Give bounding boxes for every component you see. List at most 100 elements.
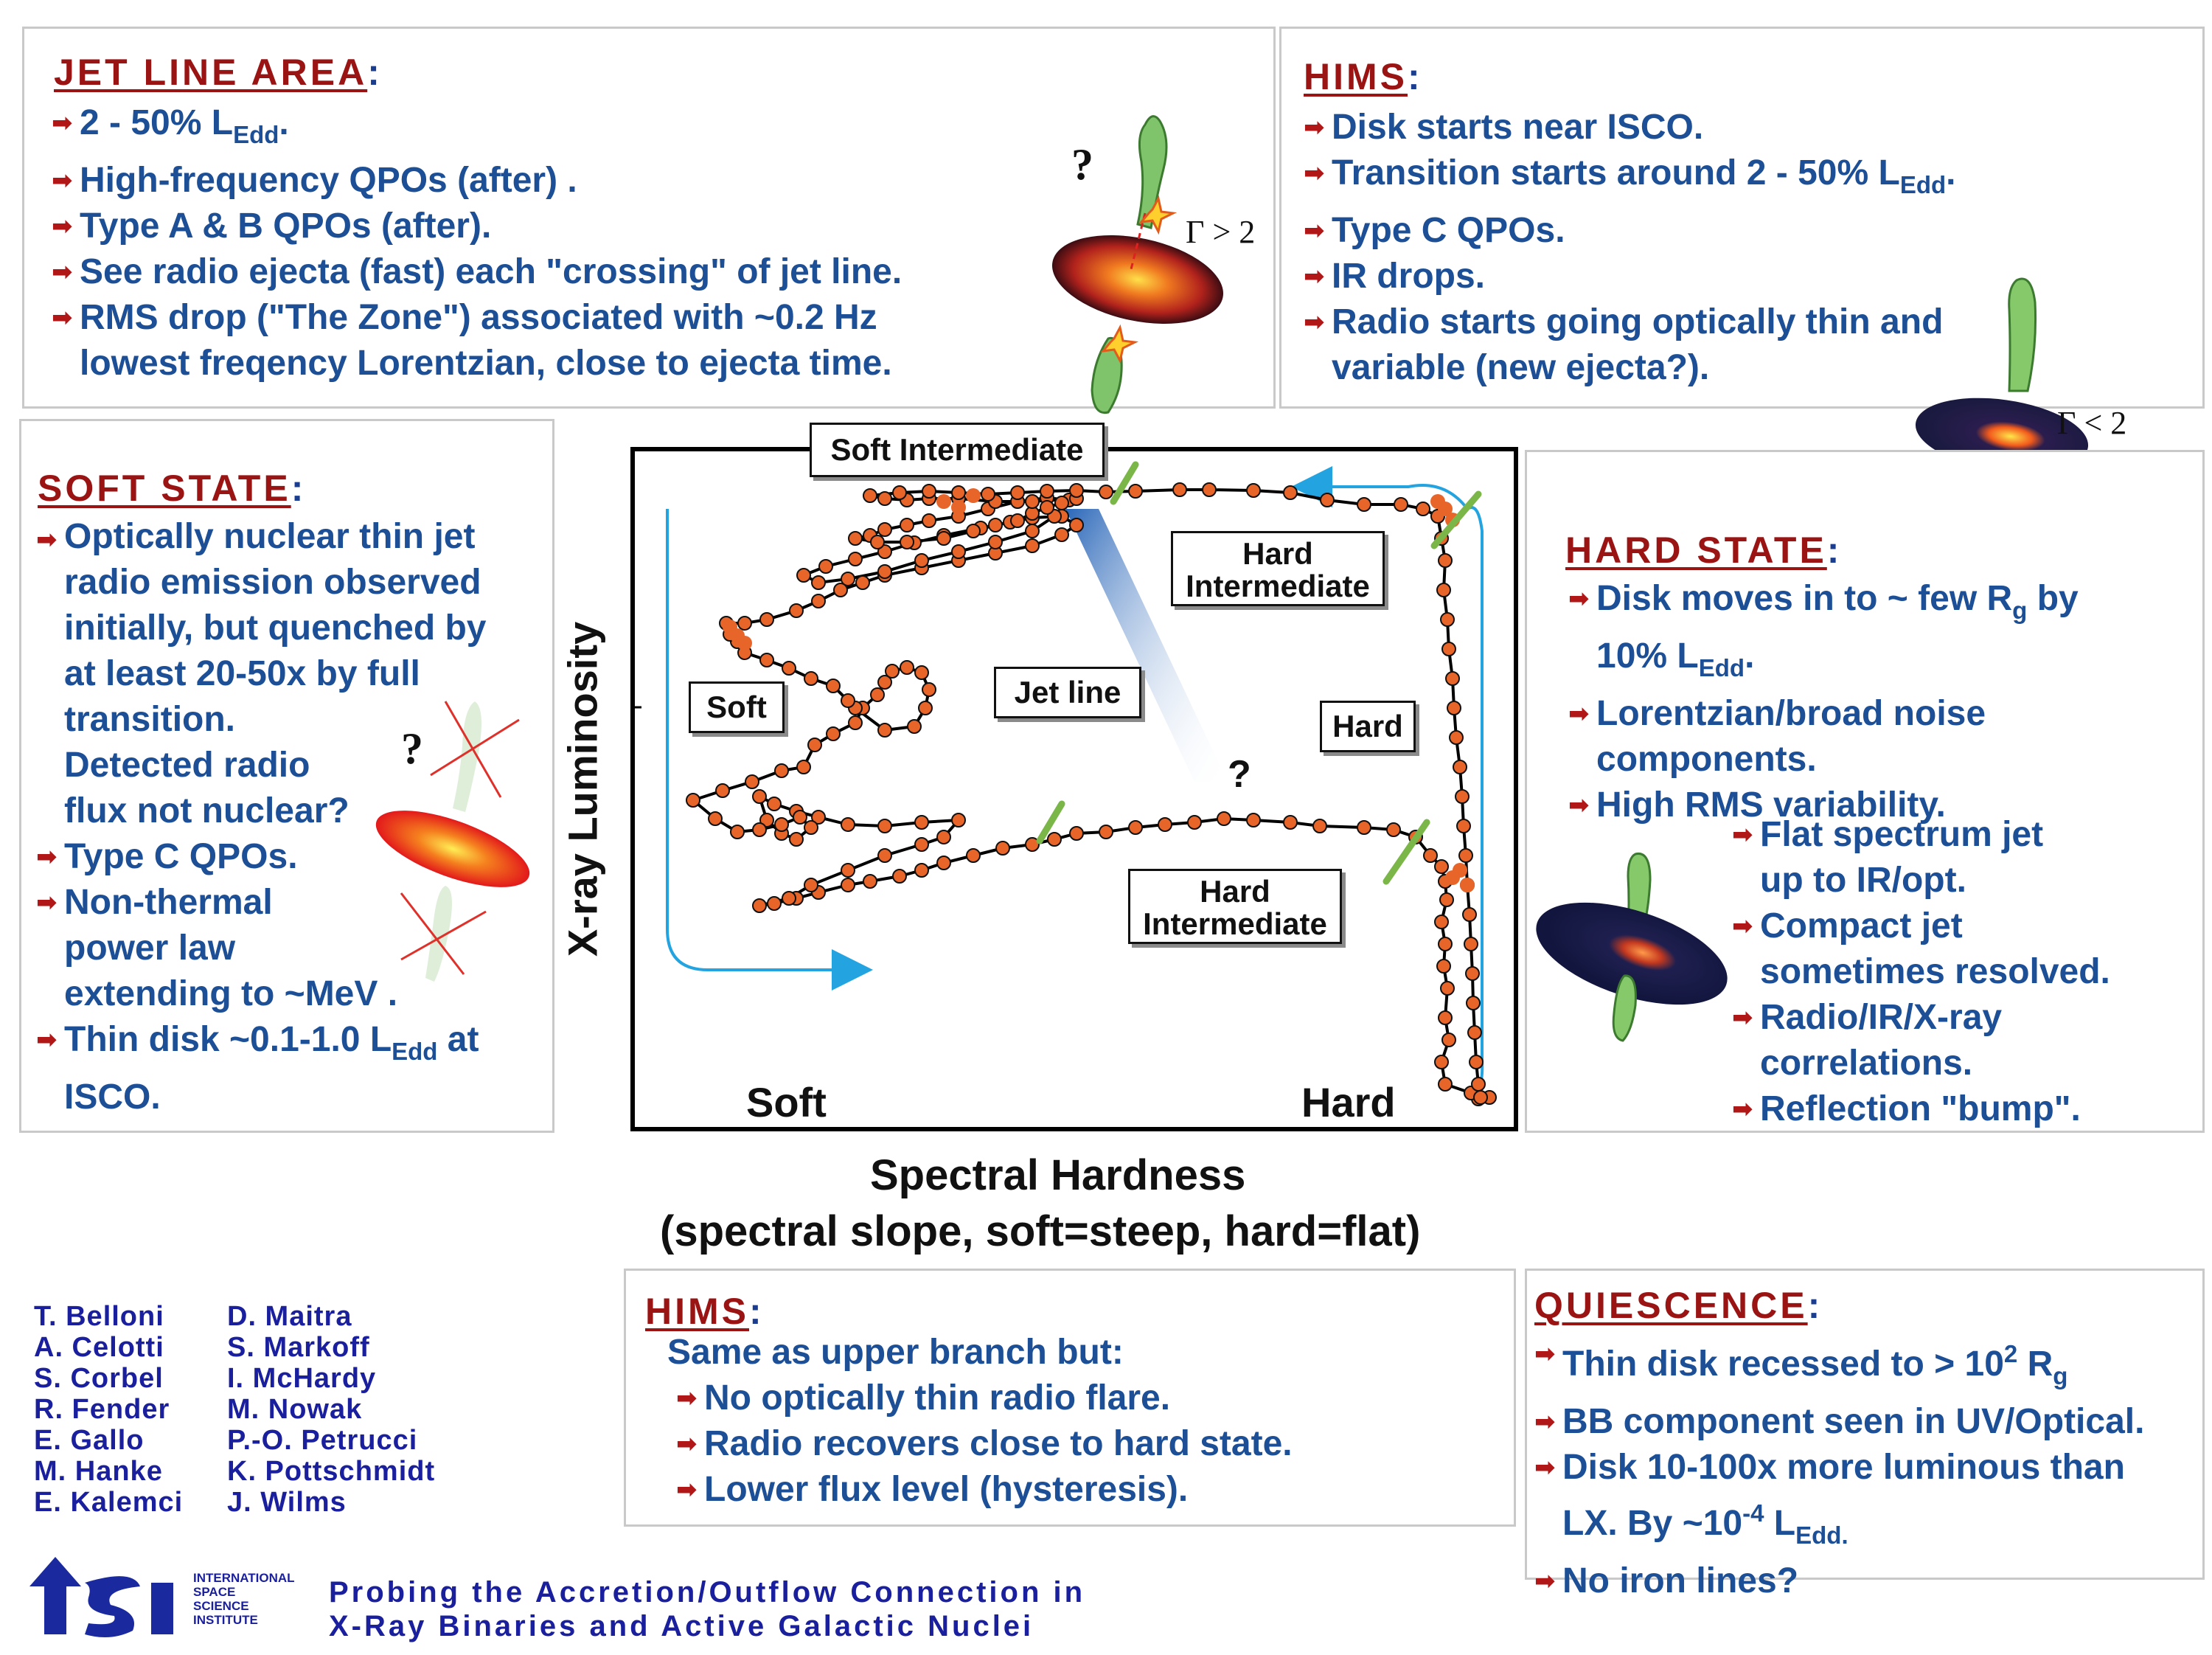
arrow-icon: ➡ (1304, 114, 1325, 142)
hid-data-point (1025, 837, 1040, 852)
hid-data-point (1462, 907, 1477, 922)
arrow-icon: ➡ (52, 258, 73, 286)
list-item: ➡Non-thermal (36, 880, 486, 926)
hid-data-point (900, 535, 914, 549)
arrow-icon: ➡ (52, 109, 73, 137)
arrow-icon: ➡ (1534, 1567, 1556, 1595)
hid-data-point (1465, 966, 1480, 981)
list-item: ➡No optically thin radio flare. (676, 1375, 1293, 1421)
hid-data-point (1467, 1025, 1482, 1040)
hid-data-point (804, 820, 818, 835)
hid-data-point (1069, 483, 1084, 498)
faded-jet-lower-icon (425, 886, 452, 982)
jet-line-area-list: ➡2 - 50% LEdd. ➡High-frequency QPOs (aft… (52, 100, 902, 386)
hid-data-point (1440, 612, 1455, 627)
hid-data-point (1423, 848, 1438, 863)
arrow-icon: ➡ (52, 212, 73, 240)
hid-data-point (951, 500, 966, 515)
hid-data-point (686, 793, 700, 808)
x-axis-label: Spectral Hardness (870, 1151, 1246, 1199)
hid-data-point (892, 485, 907, 500)
hid-data-point (877, 564, 892, 579)
list-item: ➡Optically nuclear thin jet (36, 517, 476, 556)
arrow-icon: ➡ (1568, 585, 1590, 613)
hard-state-panel: HARD STATE: ➡Disk moves in to ~ few Rg b… (1525, 450, 2205, 1133)
hid-data-point (1445, 671, 1460, 686)
hid-data-point (885, 664, 900, 679)
list-item: ➡Radio starts going optically thin and (1304, 299, 1956, 345)
hid-data-point (1357, 820, 1371, 835)
list-item: ➡2 - 50% LEdd. (52, 100, 902, 158)
hid-data-point (1434, 915, 1449, 929)
list-item: ➡Thin disk recessed to > 102 Rg (1534, 1331, 2144, 1399)
hid-data-point (914, 665, 929, 680)
label-soft-intermediate: Soft Intermediate (810, 423, 1105, 477)
jet-upper-icon (2008, 277, 2037, 392)
list-item: ➡Type C QPOs. (36, 834, 486, 880)
list-item: ➡RMS drop ("The Zone") associated with ~… (52, 295, 902, 341)
hid-data-point (1449, 730, 1464, 745)
list-item: ➡Type A & B QPOs (after). (52, 204, 902, 249)
hid-data-point (951, 813, 966, 828)
arrow-icon: ➡ (1304, 217, 1325, 245)
hid-data-point (841, 693, 855, 708)
hid-data-point (1128, 484, 1143, 499)
hid-data-point (988, 518, 1003, 532)
hims-bottom-panel: HIMS: Same as upper branch but: ➡No opti… (624, 1269, 1516, 1527)
axis-hard-label: Hard (1301, 1079, 1396, 1125)
hid-data-point (981, 487, 995, 502)
hid-data-point (936, 494, 951, 509)
hid-data-point (811, 594, 826, 608)
hard-state-text: ➡Disk moves in to ~ few Rg by 10% LEdd. … (1568, 576, 2079, 828)
label-jet-line: Jet line (994, 667, 1141, 718)
list-item: ➡No iron lines? (1534, 1558, 2144, 1604)
arrow-icon: ➡ (1732, 1095, 1753, 1123)
hard-jet-illustration (1536, 852, 1728, 1042)
arrow-icon: ➡ (36, 1026, 58, 1054)
issi-logo (29, 1557, 173, 1637)
list-item: ➡High RMS variability. (1568, 783, 2079, 828)
label-hard-intermediate-bottom: Hard Intermediate (1128, 869, 1342, 944)
hid-data-point (1438, 1077, 1453, 1092)
hims-top-list: ➡Disk starts near ISCO. ➡Transition star… (1304, 105, 1956, 391)
hid-data-point (767, 896, 782, 911)
hid-data-point (922, 513, 936, 528)
hid-data-point (1217, 811, 1231, 826)
hid-data-point (848, 531, 863, 546)
hid-data-point (951, 485, 966, 500)
hid-data-point (759, 612, 774, 627)
hid-data-point (1455, 789, 1470, 804)
hid-data-point (1434, 1055, 1449, 1069)
accretion-disk-icon (1051, 235, 1224, 325)
arrow-icon: ➡ (1534, 1408, 1556, 1436)
hid-data-point (759, 813, 774, 828)
axis-soft-label: Soft (746, 1079, 827, 1125)
list-item: ➡Lorentzian/broad noise (1568, 691, 2079, 737)
label-hard-intermediate-top: Hard Intermediate (1171, 531, 1385, 606)
arrow-icon: ➡ (36, 889, 58, 917)
hid-data-point (877, 848, 892, 863)
y-axis-label: X-ray Luminosity (559, 621, 606, 957)
cross-lower-icon (400, 892, 465, 975)
hid-data-point (877, 522, 892, 537)
hid-data-point (1040, 500, 1054, 515)
hid-data-point (877, 675, 892, 690)
hid-data-point (737, 616, 752, 631)
hid-data-point (796, 760, 811, 774)
hid-data-point (877, 819, 892, 833)
list-item-continued: variable (new ejecta?). (1332, 348, 1710, 387)
soft-state-panel: SOFT STATE: ➡Optically nuclear thin jet … (19, 419, 554, 1133)
hid-data-point (841, 572, 855, 586)
hid-data-point (826, 726, 841, 741)
hid-data-point (730, 825, 745, 839)
gamma-greater-label: Γ > 2 (1186, 214, 1256, 250)
soft-state-text: ➡Optically nuclear thin jet radio emissi… (36, 514, 486, 1120)
hid-data-point (848, 552, 863, 566)
jet-line-area-panel: JET LINE AREA: ➡2 - 50% LEdd. ➡High-freq… (22, 27, 1276, 414)
hid-data-point (1202, 482, 1217, 497)
hid-data-point (914, 815, 929, 830)
arrow-icon: ➡ (1304, 308, 1325, 336)
hid-data-point (1312, 819, 1327, 833)
arrow-icon: ➡ (1732, 912, 1753, 940)
hid-data-point (870, 535, 885, 549)
